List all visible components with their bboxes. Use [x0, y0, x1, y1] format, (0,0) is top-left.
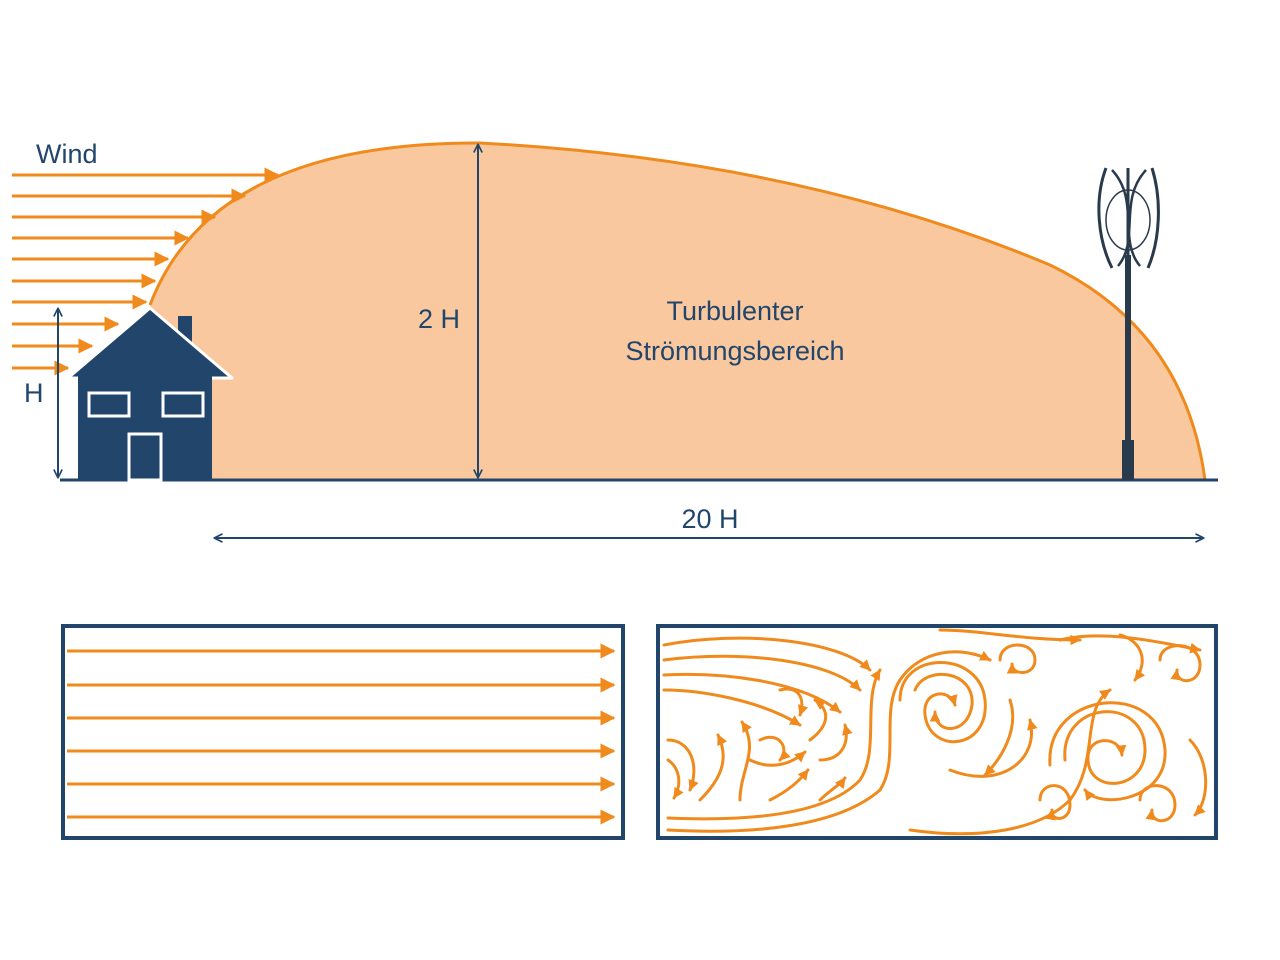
zone-title-line2: Strömungsbereich	[625, 336, 844, 366]
vertical-axis-wind-turbine-icon	[1097, 167, 1160, 480]
zone-height-label: 2 H	[418, 304, 460, 334]
zone-title-line1: Turbulenter	[666, 296, 803, 326]
zone-length-label: 20 H	[681, 504, 738, 534]
house-height-label: H	[24, 378, 44, 408]
house-icon	[66, 306, 234, 482]
laminar-flow-box	[61, 624, 625, 840]
turbulent-flow-box	[656, 624, 1218, 840]
turbulent-zone	[150, 142, 1205, 480]
wind-label: Wind	[36, 139, 98, 169]
